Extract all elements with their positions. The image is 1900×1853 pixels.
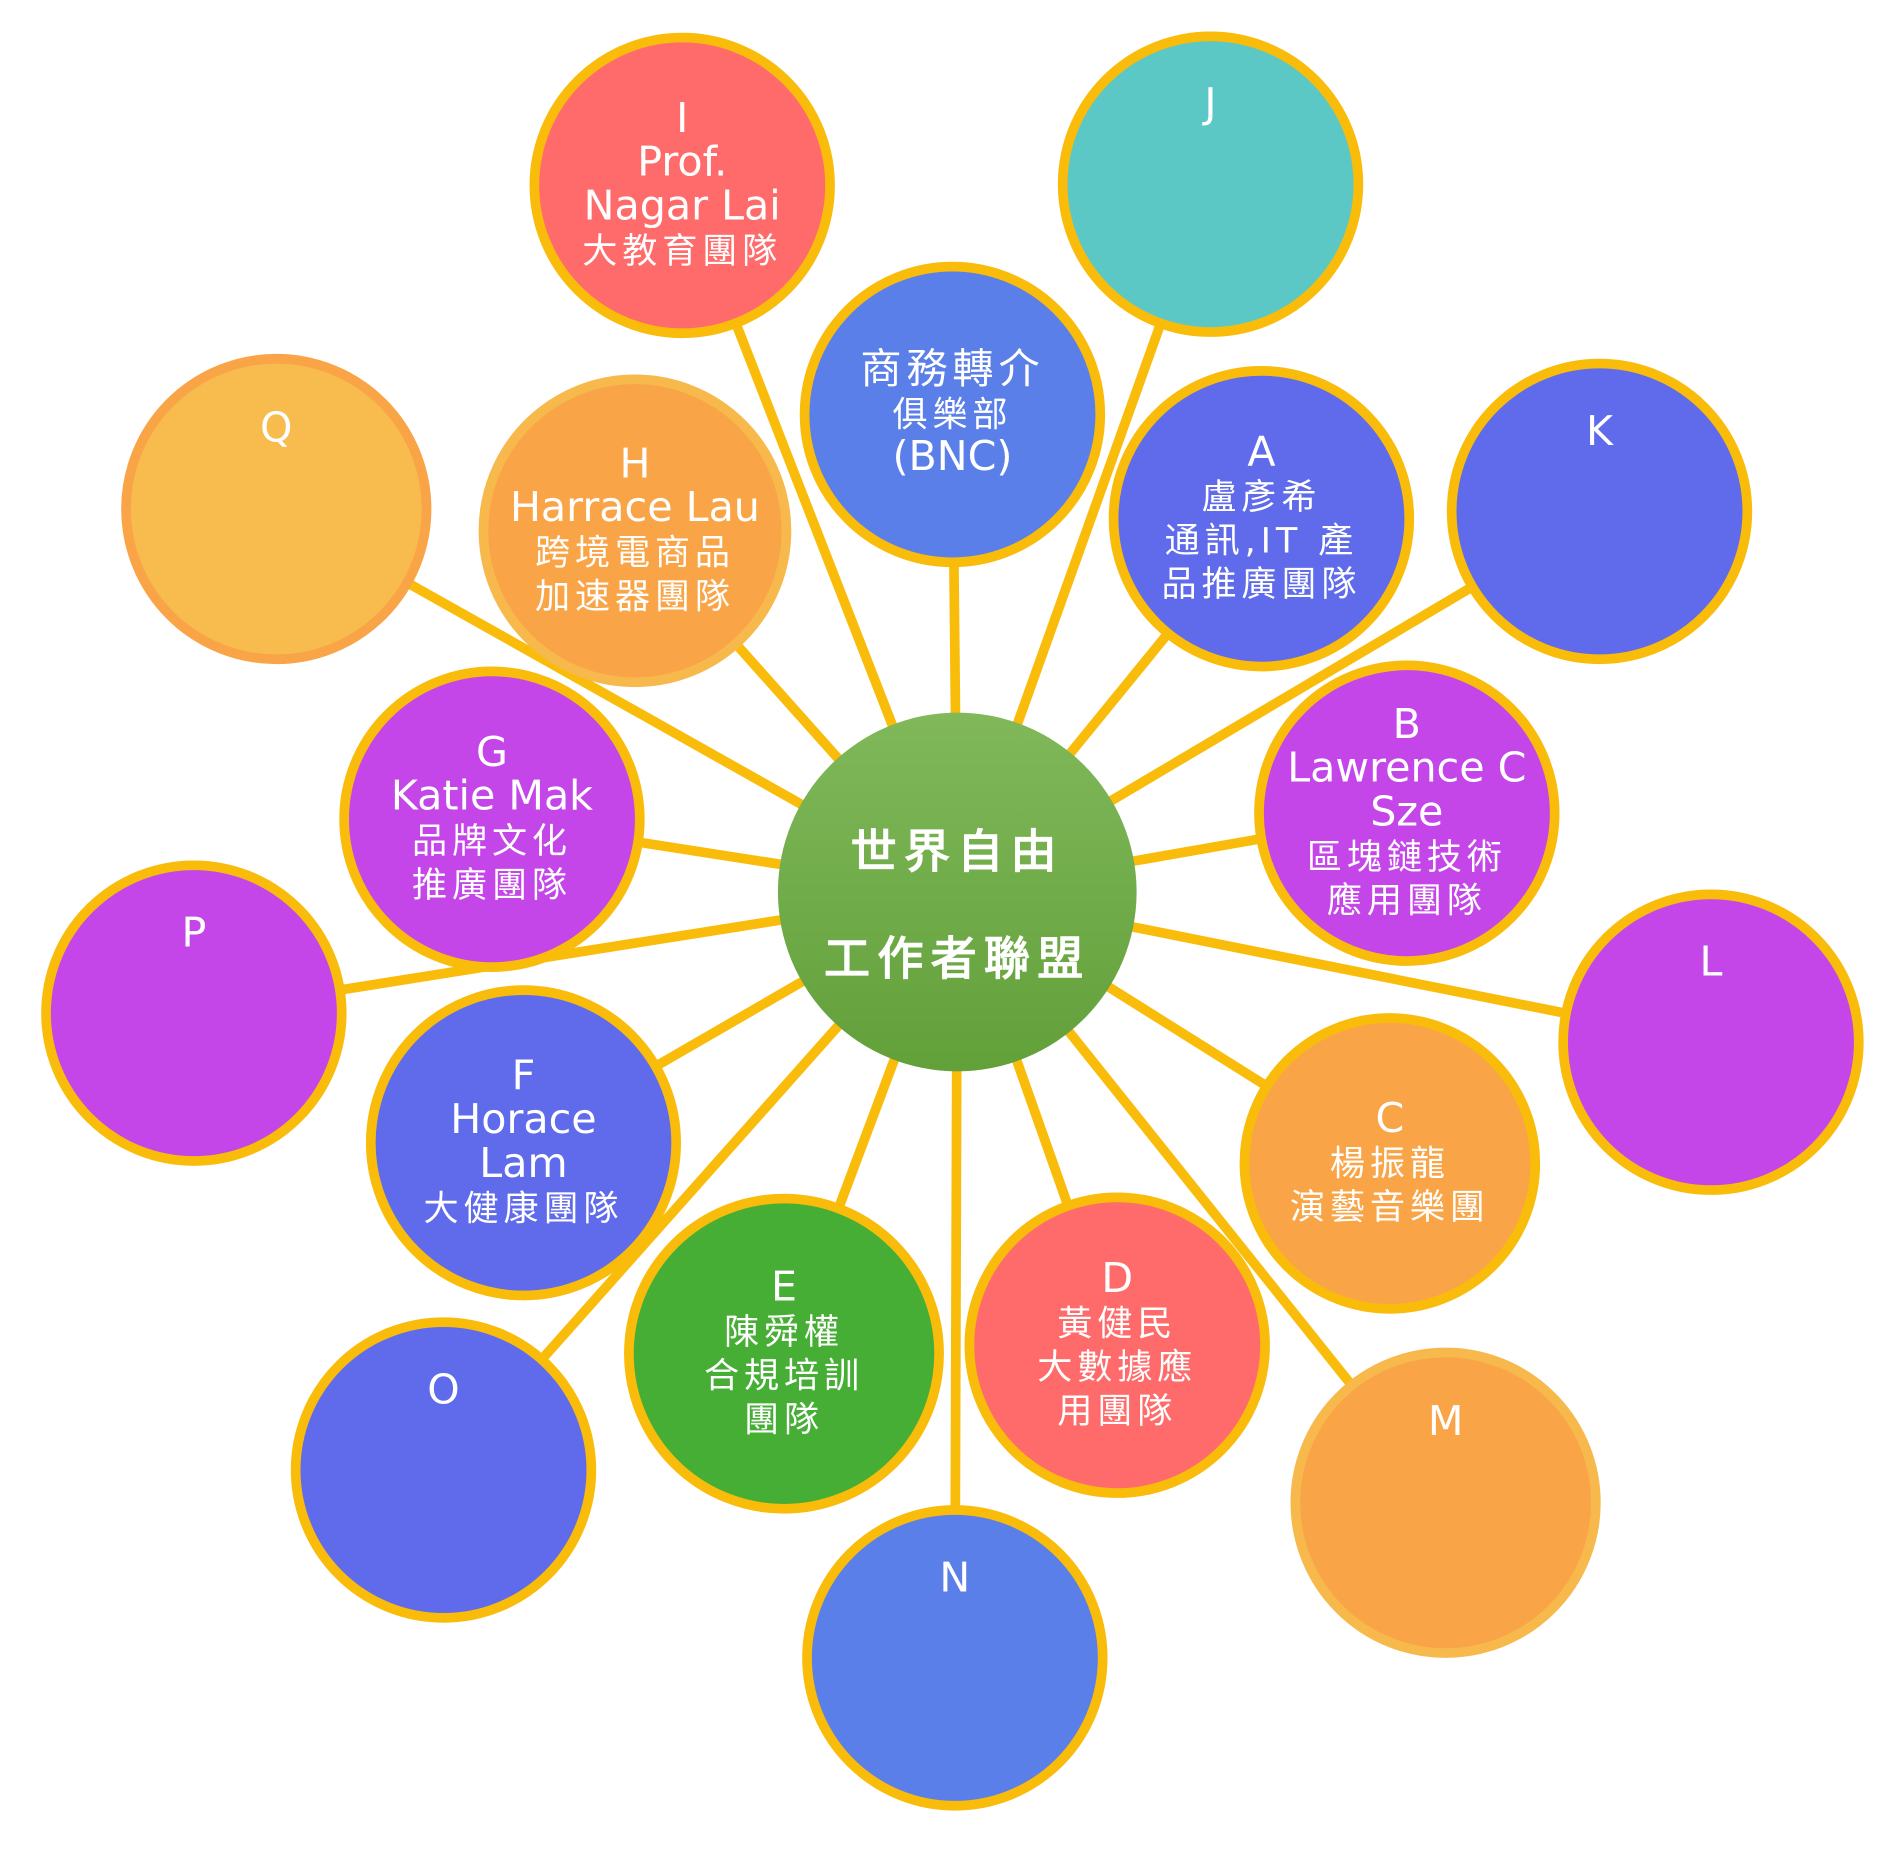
node-circle xyxy=(964,1192,1270,1498)
node-text: 推廣團隊 xyxy=(412,865,572,906)
node-label: I xyxy=(676,94,688,142)
node-label: B xyxy=(1393,700,1421,748)
node-text: Lawrence C xyxy=(1287,744,1526,792)
node-label: N xyxy=(939,1553,970,1601)
node-circle xyxy=(624,1193,944,1514)
center-title-line: 工作者聯盟 xyxy=(824,931,1090,985)
node-text: 大健康團隊 xyxy=(424,1188,624,1229)
node-j[interactable]: J xyxy=(1057,31,1364,337)
node-text: 團隊 xyxy=(744,1399,824,1440)
node-label: P xyxy=(181,909,206,957)
center-title-line: 世界自由 xyxy=(851,825,1064,879)
node-label: F xyxy=(512,1051,536,1099)
node-label: J xyxy=(1201,80,1216,128)
node-q[interactable]: Q xyxy=(121,353,432,665)
node-circle xyxy=(1290,1347,1601,1658)
node-circle xyxy=(478,374,792,688)
node-label: G xyxy=(476,728,508,776)
node-label: K xyxy=(1586,407,1614,455)
node-circle xyxy=(41,860,347,1166)
node-p[interactable]: P xyxy=(41,860,347,1166)
node-text: 跨境電商品 xyxy=(535,533,735,574)
node-text: 大教育團隊 xyxy=(582,231,782,272)
node-text: 加速器團隊 xyxy=(535,576,735,617)
node-m[interactable]: M xyxy=(1290,1347,1601,1658)
node-text: 合規培訓 xyxy=(704,1356,864,1397)
node-text: 俱樂部 xyxy=(892,395,1012,436)
node-label: Q xyxy=(260,403,292,451)
node-label: E xyxy=(771,1262,797,1310)
node-circle xyxy=(529,32,835,339)
node-label: 商務轉介 xyxy=(860,345,1044,393)
node-circle xyxy=(1254,660,1560,966)
node-text: 品牌文化 xyxy=(412,821,572,862)
node-text: 品推廣團隊 xyxy=(1161,564,1361,605)
node-circle xyxy=(1446,358,1753,665)
node-circle xyxy=(799,261,1106,568)
node-text: 通訊,IT 產 xyxy=(1165,521,1358,562)
node-label: L xyxy=(1699,938,1722,986)
node-text: Lam xyxy=(479,1139,567,1187)
node-circle xyxy=(290,1317,597,1623)
node-text: (BNC) xyxy=(892,432,1012,480)
node-label: D xyxy=(1101,1254,1133,1302)
node-k[interactable]: K xyxy=(1446,358,1753,665)
node-circle xyxy=(339,666,645,972)
center-circle xyxy=(777,712,1137,1072)
node-label: H xyxy=(619,439,650,487)
node-circle xyxy=(1558,889,1864,1195)
node-text: 大數據應 xyxy=(1037,1347,1197,1388)
node-text: 區塊鏈技術 xyxy=(1307,837,1507,878)
node-n[interactable]: N xyxy=(802,1505,1108,1811)
node-text: Prof. xyxy=(637,138,727,186)
node-text: 盧彥希 xyxy=(1201,477,1321,518)
node-text: 應用團隊 xyxy=(1327,881,1487,922)
node-text: Nagar Lai xyxy=(584,181,781,229)
node-circle xyxy=(1239,1013,1541,1314)
node-text: Horace xyxy=(450,1095,596,1143)
node-circle xyxy=(1108,365,1415,672)
node-l[interactable]: L xyxy=(1558,889,1864,1195)
node-text: 陳舜權 xyxy=(724,1312,844,1353)
node-text: 演藝音樂團 xyxy=(1290,1187,1490,1228)
node-label: O xyxy=(427,1366,459,1414)
node-label: A xyxy=(1247,427,1275,475)
node-label: M xyxy=(1428,1397,1464,1445)
node-text: Sze xyxy=(1370,787,1443,835)
node-circle xyxy=(802,1505,1108,1811)
node-text: 楊振龍 xyxy=(1330,1144,1450,1185)
node-text: 黃健民 xyxy=(1057,1304,1177,1345)
node-text: 用團隊 xyxy=(1057,1391,1177,1432)
node-label: C xyxy=(1375,1094,1404,1142)
node-circle xyxy=(365,985,681,1301)
node-circle xyxy=(1057,31,1364,337)
node-circle xyxy=(121,353,432,665)
node-text: Katie Mak xyxy=(391,772,593,820)
node-text: Harrace Lau xyxy=(510,483,760,531)
node-o[interactable]: O xyxy=(290,1317,597,1623)
